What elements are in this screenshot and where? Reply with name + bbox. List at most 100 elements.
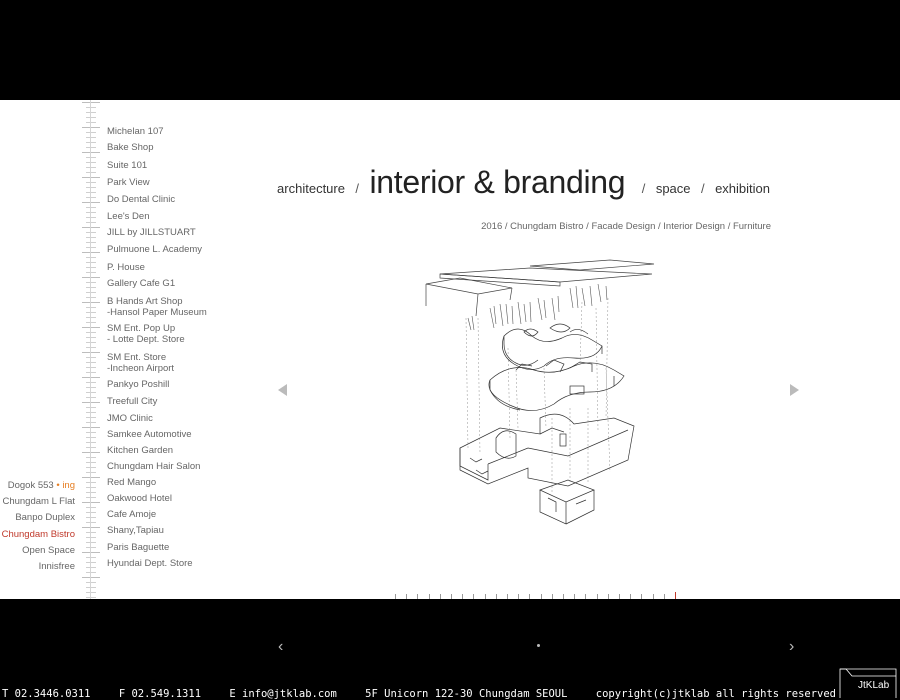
project-name: Shany,Tapiau [107, 525, 164, 536]
project-item[interactable]: B Hands Art Shop-Hansol Paper Museum [107, 296, 207, 318]
timeline-tick[interactable] [641, 594, 643, 599]
ruler-tick [86, 512, 96, 513]
footer-contact: T 02.3446.0311 F 02.549.1311 E info@jtkl… [2, 688, 858, 700]
project-item[interactable]: Oakwood Hotel [107, 493, 172, 504]
recent-item[interactable]: Open Space [22, 544, 75, 556]
timeline-tick[interactable] [551, 594, 553, 599]
ruler-tick [86, 237, 96, 238]
ruler-tick [86, 317, 96, 318]
nav-interior-branding[interactable]: interior & branding [369, 164, 626, 200]
timeline-tick[interactable] [619, 594, 620, 599]
triangle-left-icon[interactable] [278, 384, 287, 396]
project-item[interactable]: Do Dental Clinic [107, 194, 175, 205]
ruler-tick [86, 257, 96, 258]
timeline-tick[interactable] [462, 594, 464, 599]
project-name: P. House [107, 262, 145, 273]
project-item[interactable]: Red Mango [107, 477, 156, 488]
project-item[interactable]: Kitchen Garden [107, 445, 173, 456]
timeline-tick[interactable] [406, 594, 408, 599]
nav-architecture[interactable]: architecture [277, 181, 345, 196]
timeline-tick[interactable] [607, 594, 609, 599]
project-item[interactable]: SM Ent. Store-Incheon Airport [107, 352, 174, 374]
triangle-right-icon[interactable] [790, 384, 799, 396]
project-name: Cafe Amoje [107, 509, 157, 520]
menu-divider [90, 100, 91, 599]
ruler-tick [82, 252, 100, 253]
timeline-tick[interactable] [652, 594, 654, 599]
ruler-tick [86, 262, 96, 263]
project-item[interactable]: Cafe Amoje [107, 509, 156, 520]
project-name: Suite 101 [107, 160, 148, 171]
project-name: Samkee Automotive [107, 429, 192, 440]
recent-item[interactable]: Chungdam L Flat [2, 496, 75, 508]
ruler-tick [86, 337, 96, 338]
timeline-tick[interactable] [585, 594, 587, 599]
ruler-tick [86, 492, 96, 493]
recent-item[interactable]: Dogok 553 • ing [2, 478, 75, 494]
timeline-tick[interactable] [439, 594, 441, 599]
project-item[interactable]: SM Ent. Pop Up- Lotte Dept. Store [107, 323, 185, 345]
project-name: JMO Clinic [107, 413, 153, 424]
project-item[interactable]: Samkee Automotive [107, 429, 192, 440]
slide-indicator-dot[interactable] [537, 644, 540, 647]
project-item[interactable]: JILL by JILLSTUART [107, 227, 196, 238]
ruler-tick [82, 377, 100, 378]
timeline-tick[interactable] [417, 594, 419, 599]
roof-slab [425, 259, 655, 317]
timeline-tick[interactable] [428, 594, 430, 599]
project-name: Hyundai Dept. Store [107, 558, 193, 569]
logo[interactable]: JtKLab [858, 680, 890, 691]
project-item[interactable]: Gallery Cafe G1 [107, 278, 175, 289]
ruler-tick [82, 177, 100, 178]
ruler-tick [86, 442, 96, 443]
timeline-tick[interactable] [484, 594, 486, 599]
project-timeline[interactable] [395, 592, 685, 599]
recent-item[interactable]: Innisfree [38, 561, 75, 573]
ruler-tick [86, 542, 96, 543]
project-item[interactable]: Hyundai Dept. Store [107, 558, 193, 569]
project-item[interactable]: Chungdam Hair Salon [107, 461, 200, 472]
ruler-tick [86, 287, 96, 288]
ruler-tick [82, 527, 100, 528]
timeline-tick[interactable] [630, 594, 632, 599]
project-name: Park View [107, 177, 150, 188]
project-item[interactable]: Treefull City [107, 396, 157, 407]
project-item[interactable]: Park View [107, 177, 150, 188]
project-item[interactable]: Paris Baguette [107, 542, 169, 553]
nav-space[interactable]: space [655, 181, 691, 196]
ruler-tick [86, 182, 96, 183]
timeline-tick[interactable] [518, 594, 520, 599]
nav-exhibition[interactable]: exhibition [715, 181, 770, 196]
project-item[interactable]: Pulmuone L. Academy [107, 244, 202, 255]
project-item[interactable]: Lee's Den [107, 211, 149, 222]
project-item[interactable]: Shany,Tapiau [107, 525, 164, 536]
timeline-tick[interactable] [495, 594, 497, 599]
timeline-tick[interactable] [540, 594, 542, 599]
timeline-tick[interactable] [451, 594, 452, 599]
project-item[interactable]: Suite 101 [107, 160, 147, 171]
timeline-tick[interactable] [574, 594, 576, 599]
chevron-left-icon[interactable]: ‹ [278, 638, 284, 655]
recent-item[interactable]: Banpo Duplex [15, 512, 75, 524]
timeline-tick[interactable] [675, 592, 676, 599]
project-item[interactable]: Pankyo Poshill [107, 379, 169, 390]
timeline-tick[interactable] [395, 594, 396, 599]
project-item[interactable]: JMO Clinic [107, 413, 153, 424]
timeline-tick[interactable] [507, 594, 508, 599]
nav-separator: / [700, 181, 705, 196]
timeline-tick[interactable] [529, 594, 531, 599]
ruler-tick [86, 597, 96, 598]
chevron-right-icon[interactable]: › [789, 638, 795, 655]
timeline-tick[interactable] [596, 594, 598, 599]
timeline-tick[interactable] [563, 594, 564, 599]
ruler-tick [86, 432, 96, 433]
timeline-tick[interactable] [663, 594, 665, 599]
footer-email[interactable]: E info@jtklab.com [229, 688, 337, 700]
project-item[interactable]: P. House [107, 262, 145, 273]
recent-item[interactable]: Chungdam Bistro [1, 528, 75, 540]
project-item[interactable]: Michelan 107 [107, 126, 164, 137]
timeline-tick[interactable] [473, 594, 475, 599]
project-item[interactable]: Bake Shop [107, 142, 153, 153]
hanging-sculpture [467, 283, 608, 331]
